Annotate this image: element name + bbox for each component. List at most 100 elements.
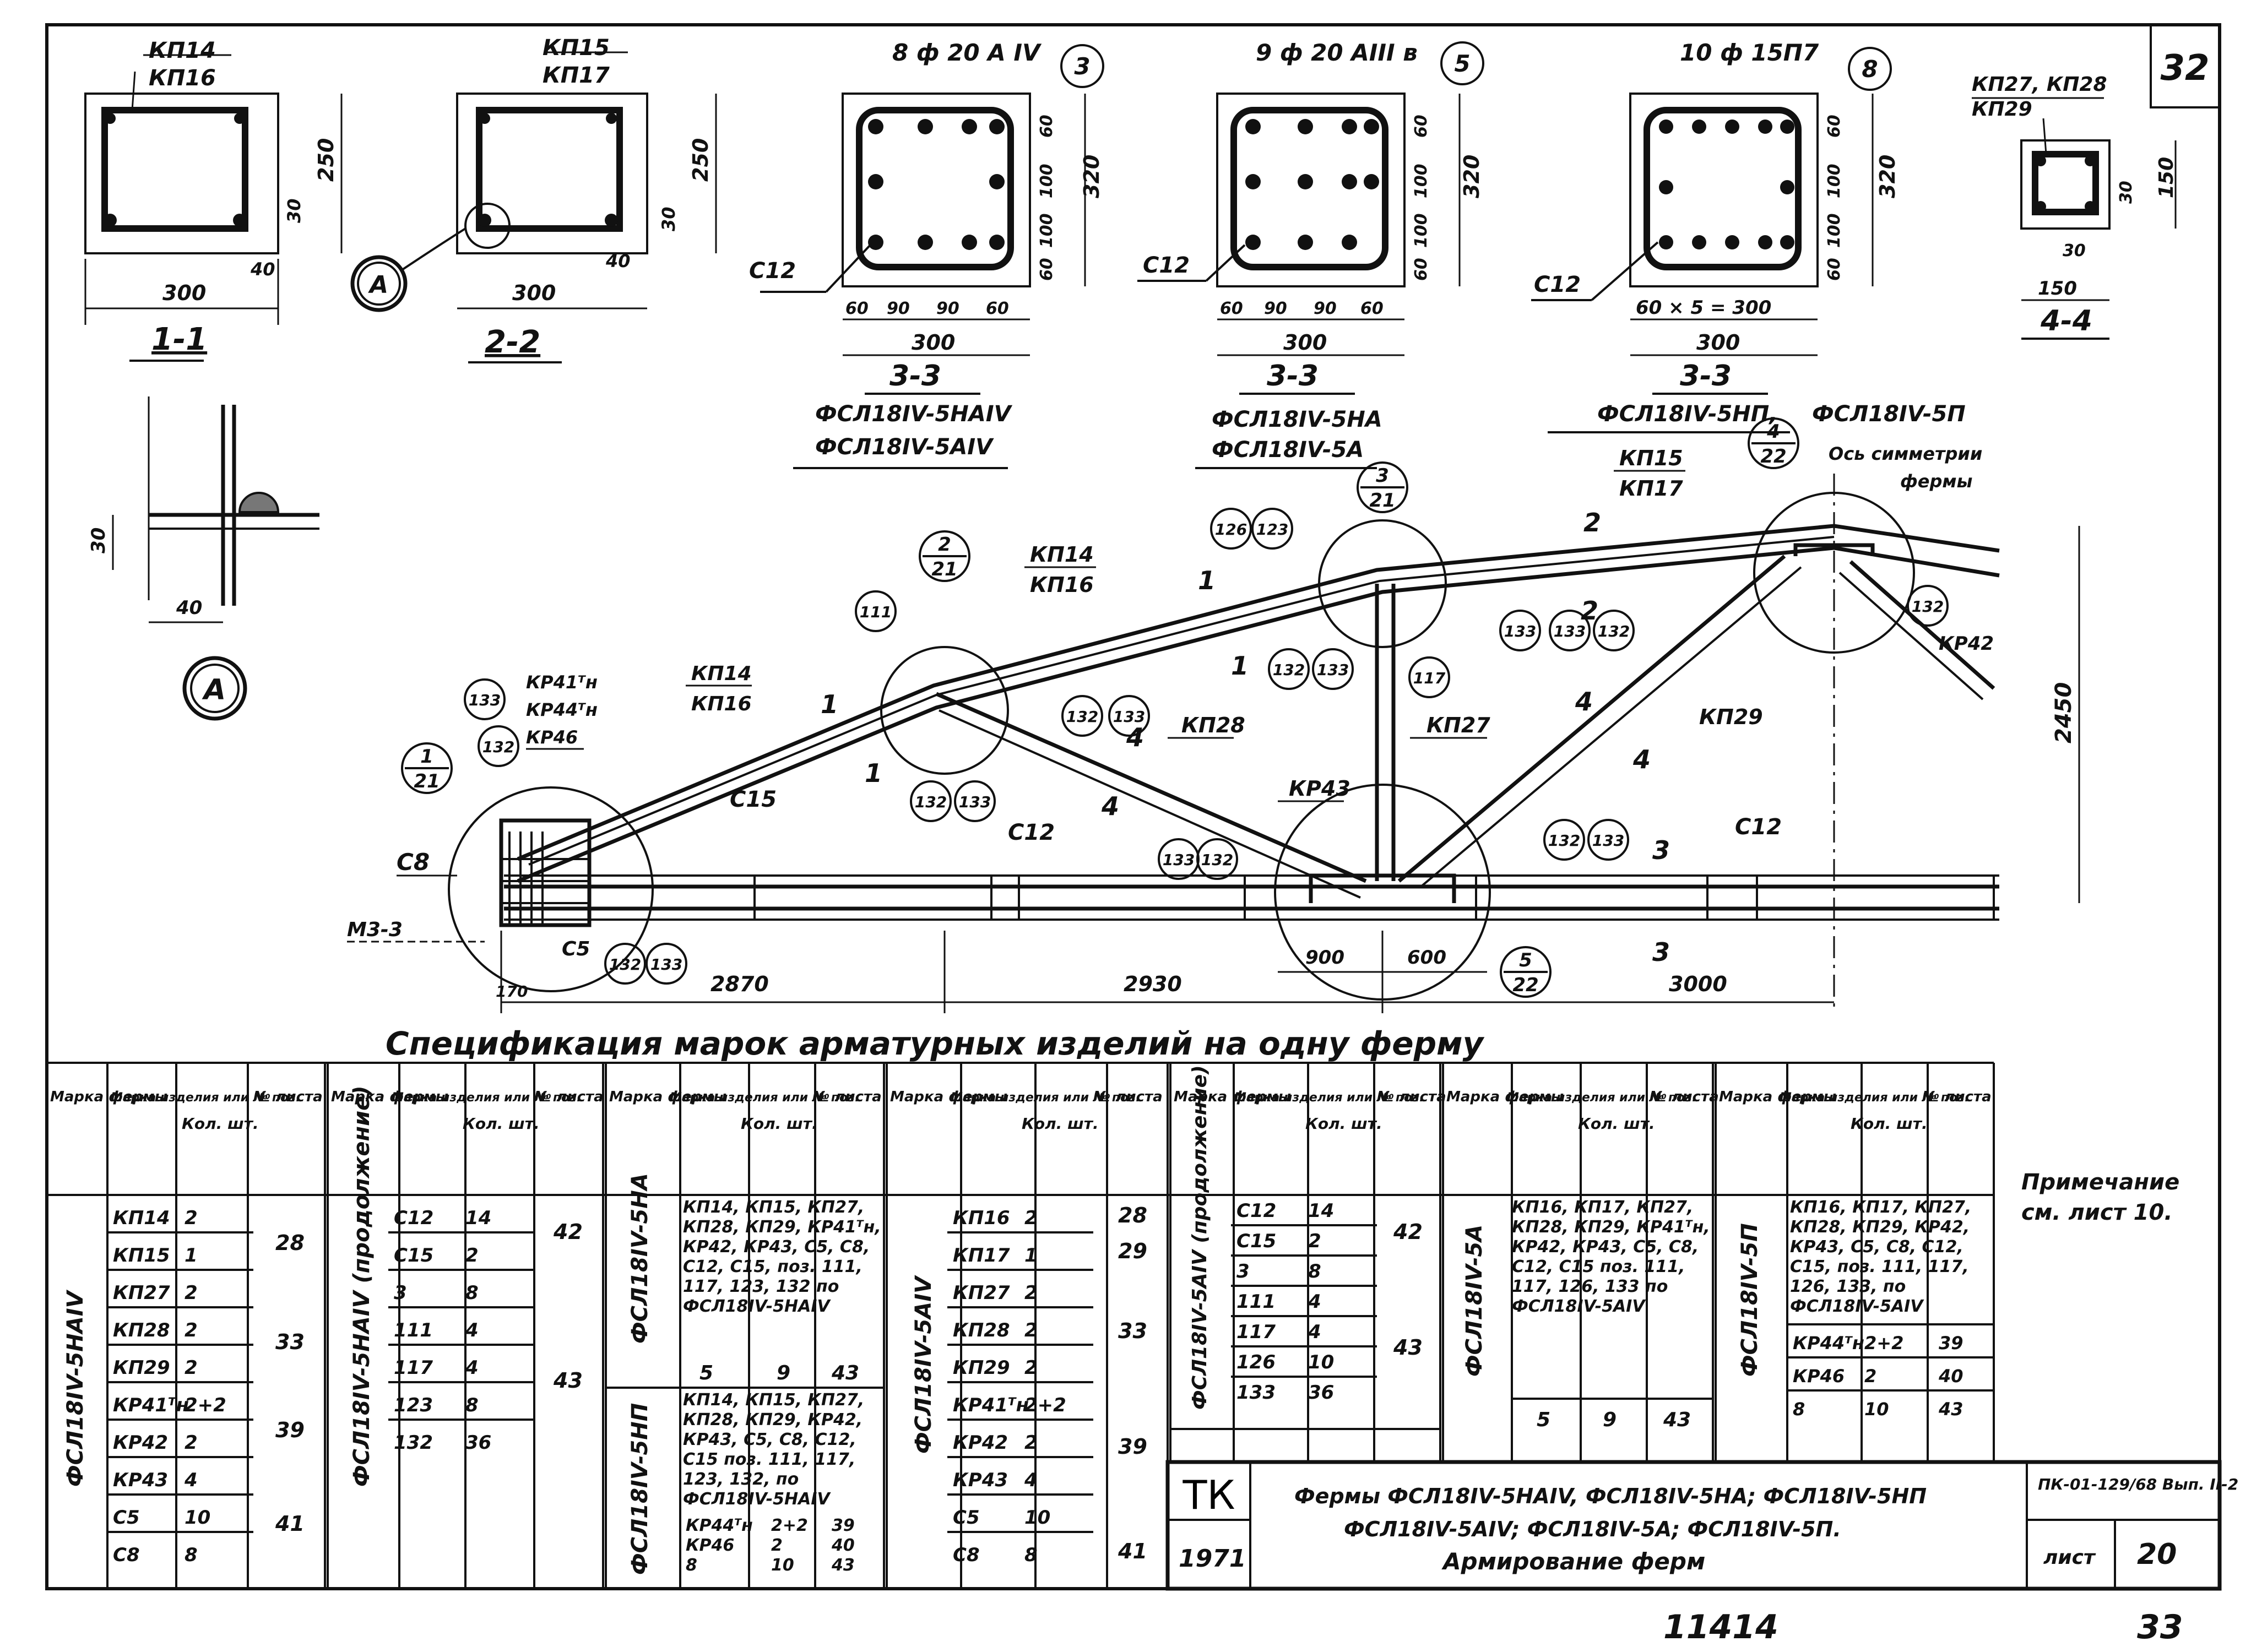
item: 8 [1793,1399,1805,1420]
item: 5 [1537,1409,1550,1431]
item: КП27 [113,1282,170,1304]
truss-mark: ФСЛ18IV-5НАIV [63,1289,88,1487]
svg-text:1: 1 [821,689,838,719]
item: КР44ᵀн [686,1516,753,1535]
sheet-no: 43 [1663,1409,1691,1431]
sheet-no: 40 [1938,1366,1963,1387]
svg-text:100: 100 [1825,164,1844,198]
note-ref: см. лист 10. [2021,1200,2173,1225]
svg-text:30: 30 [2117,181,2136,204]
title-line1: Фермы ФСЛ18IV-5НАIV, ФСЛ18IV-5НА; ФСЛ18I… [1294,1484,1927,1508]
position-number: 133 [1113,708,1145,726]
qty: 2 [465,1245,479,1267]
item: С15 [1236,1230,1276,1252]
qty: 2+2 [1024,1394,1066,1416]
s44-top2: КП29 [1972,98,2032,121]
s33a-name1: ФСЛ18IV-5НАIV [815,401,1013,427]
qty: 10 [1864,1399,1889,1420]
item: КП28 [113,1319,170,1341]
sheet-no: 40 [831,1536,855,1555]
sheet-number: 32 [2160,48,2209,89]
svg-text:КП16: КП16 [691,693,752,715]
section-3-3-a: 8 ф 20 А IV 3 С12 60 100 100 60 320 60 9… [749,39,1104,469]
qty: 2 [1024,1207,1038,1229]
item: КР41ᵀн [113,1394,189,1416]
qty: 36 [465,1432,491,1454]
svg-text:КР41ᵀн: КР41ᵀн [526,672,598,693]
svg-text:60: 60 [1037,115,1056,138]
position-circle: 133 [1587,819,1629,861]
position-number: 133 [1163,851,1195,869]
item: С15 [394,1245,433,1267]
header-item: Марка изделия или № поз. [1507,1091,1696,1105]
header-item: Марка изделия или № поз. [1234,1091,1424,1105]
header-sheet: № листа [1649,1089,1719,1105]
title-line2: ФСЛ18IV-5АIV; ФСЛ18IV-5А; ФСЛ18IV-5П. [1344,1517,1841,1541]
svg-text:900: 900 [1305,947,1344,969]
svg-text:2: 2 [1583,508,1601,537]
section-1-1: КП14 КП16 300 250 30 40 1-1 [84,38,343,362]
svg-text:КП16: КП16 [1030,573,1094,597]
title-line3: Армирование ферм [1441,1548,1705,1575]
sheet-no: 43 [831,1556,855,1575]
item: КП16 [953,1207,1010,1229]
item: КР41ᵀн [953,1394,1029,1416]
header-truss: Марка фермы [609,1089,726,1105]
section-cut-marks: 1 1 1 1 2 2 3 3 4 4 4 4 [821,508,1670,967]
item: КР46 [1793,1366,1845,1387]
item: 111 [394,1319,433,1341]
qty: 2 [1024,1432,1038,1454]
header-truss: Марка фермы [1446,1089,1564,1105]
item: КР44ᵀн [1793,1333,1864,1354]
position-circle: 132 [478,725,519,767]
position-circle: 123 [1251,508,1293,550]
qty: 2+2 [185,1394,226,1416]
s33b-c: С12 [1143,253,1190,278]
qty: 8 [185,1544,198,1566]
position-number: 133 [959,793,991,811]
position-circle: 132 [604,943,646,985]
svg-text:5: 5 [1519,949,1532,971]
position-circle: 133 [1108,695,1150,737]
svg-text:4: 4 [1575,687,1593,716]
svg-text:60: 60 [1412,258,1431,281]
truss-mark: ФСЛ18IV-5НАIV (продолжение) [349,1085,375,1487]
marker-4-22: 4 22 [1748,417,1799,469]
title-block: ТК 1971 Фермы ФСЛ18IV-5НАIV, ФСЛ18IV-5НА… [1165,1460,2238,1591]
position-number: 133 [1317,661,1349,679]
page-footer-number: 33 [2137,1608,2183,1646]
qty: 2 [185,1319,198,1341]
svg-text:100: 100 [1037,164,1056,198]
item: КП17 [953,1245,1010,1267]
svg-text:4: 4 [1632,745,1651,774]
spec-table [46,1062,1995,1590]
s22-h: 250 [688,138,713,182]
item: С5 [953,1507,980,1529]
section-3-3-b: 9 ф 20 АIII в 5 С12 60 100 100 60 320 60… [1137,39,1484,469]
position-number: 132 [609,955,641,974]
svg-text:100: 100 [1412,213,1431,248]
svg-text:320: 320 [1875,155,1900,198]
truss-mark: ФСЛ18IV-5АIV (продолжение) [1189,1065,1211,1410]
svg-text:1: 1 [1198,566,1216,595]
s33c-pos: 8 [1862,56,1878,83]
svg-text:4: 4 [1126,722,1144,752]
item: КР42 [113,1432,168,1454]
item: КР46 [686,1536,734,1555]
svg-text:4: 4 [1766,421,1780,443]
qty: 2 [1864,1366,1876,1387]
s22-w: 300 [512,281,556,305]
s33b-name2: ФСЛ18IV-5А [1212,437,1364,463]
svg-text:320: 320 [1080,155,1104,198]
position-circle: 133 [464,678,506,720]
format-code: ПК-01-129/68 Вып. II-2 [2038,1475,2238,1493]
s22-top2: КП17 [543,63,610,88]
svg-text:60: 60 [1412,115,1431,138]
spec-text: КП16, КП17, КП27, КП28, КП29, КР42, КР43… [1790,1198,1972,1316]
header-truss: Марка фермы [331,1089,448,1105]
spec-text: КП14, КП15, КП27, КП28, КП29, КР42, КР43… [683,1390,865,1509]
item: 8 [686,1556,697,1575]
svg-text:60: 60 [1220,299,1243,318]
